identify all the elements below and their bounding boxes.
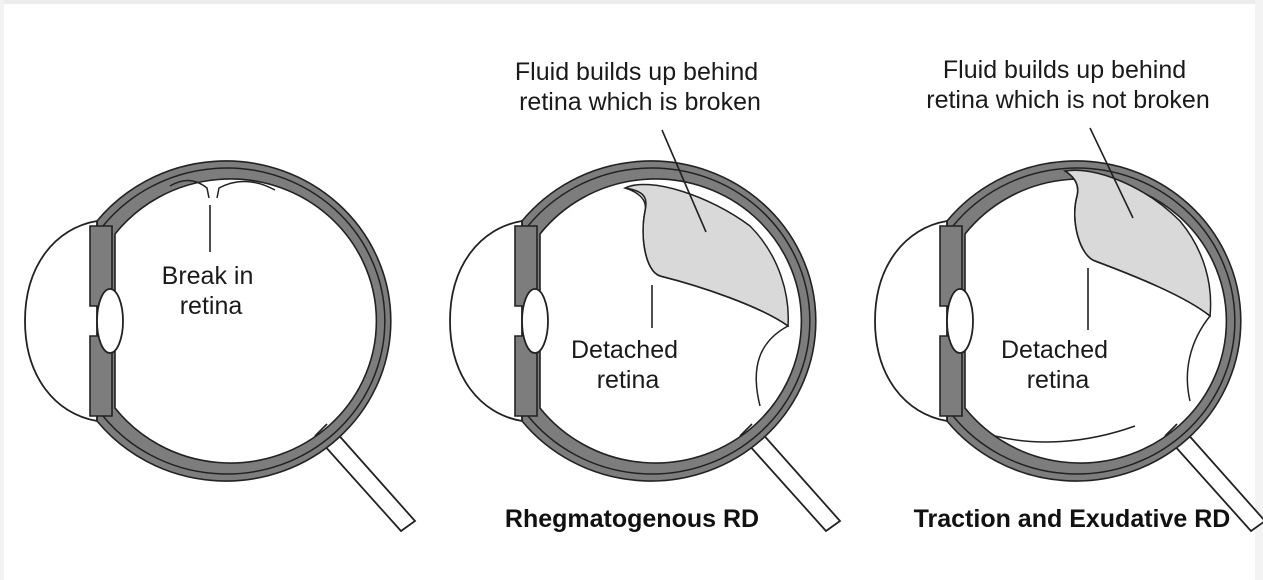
label-fluid-broken: Fluid builds up behind retina which is b… <box>515 58 765 116</box>
caption-traction-exudative: Traction and Exudative RD <box>914 505 1231 533</box>
label-fluid-not-broken: Fluid builds up behind retina which is n… <box>926 56 1209 114</box>
caption-rhegmatogenous: Rhegmatogenous RD <box>505 505 759 533</box>
eye-panel-normal <box>25 161 415 531</box>
